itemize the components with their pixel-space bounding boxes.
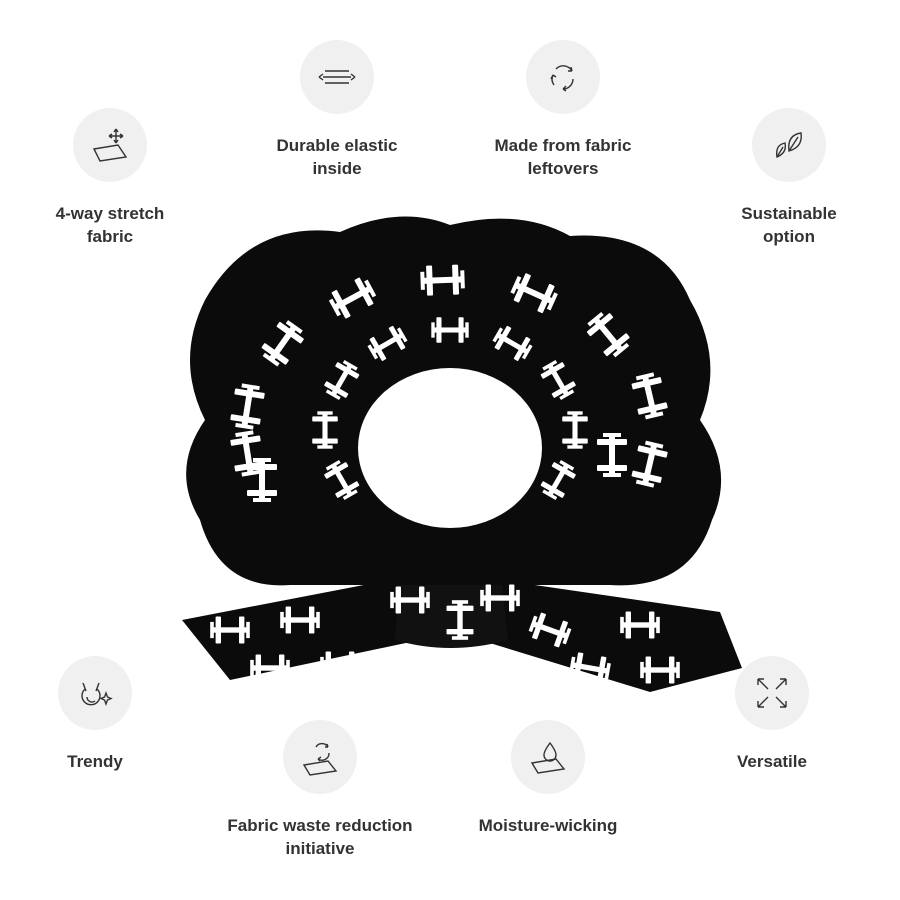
fabric-recycle-icon <box>302 742 338 776</box>
feature-label: Versatile <box>737 752 807 771</box>
cat-sparkle-icon <box>81 682 113 706</box>
expand-arrows-icon <box>757 678 787 708</box>
elastic-band-icon <box>318 70 356 84</box>
scrunchie-ring <box>186 216 722 586</box>
feature-elastic: Durable elastic inside <box>227 40 447 180</box>
feature-label: Moisture-wicking <box>478 816 618 835</box>
feature-waste: Fabric waste reduction initiative <box>210 720 430 860</box>
feature-trendy: Trendy <box>0 656 205 773</box>
feature-sustainable: Sustainable option <box>679 108 899 248</box>
feature-versatile: Versatile <box>662 656 882 773</box>
feature-leftovers: Made from fabric leftovers <box>453 40 673 180</box>
feature-label: 4-way stretch fabric <box>55 204 165 246</box>
feature-moisture: Moisture-wicking <box>438 720 658 837</box>
feature-stretch: 4-way stretch fabric <box>0 108 220 248</box>
feature-label: Durable elastic inside <box>276 136 398 178</box>
leaves-icon <box>775 132 802 158</box>
feature-label: Fabric waste reduction initiative <box>227 816 413 858</box>
feature-label: Made from fabric leftovers <box>494 136 632 178</box>
water-drop-icon <box>530 741 566 774</box>
feature-label: Trendy <box>67 752 123 771</box>
feature-label: Sustainable option <box>741 204 837 246</box>
recycle-icon <box>550 65 574 92</box>
stretch-fabric-icon <box>92 128 128 162</box>
